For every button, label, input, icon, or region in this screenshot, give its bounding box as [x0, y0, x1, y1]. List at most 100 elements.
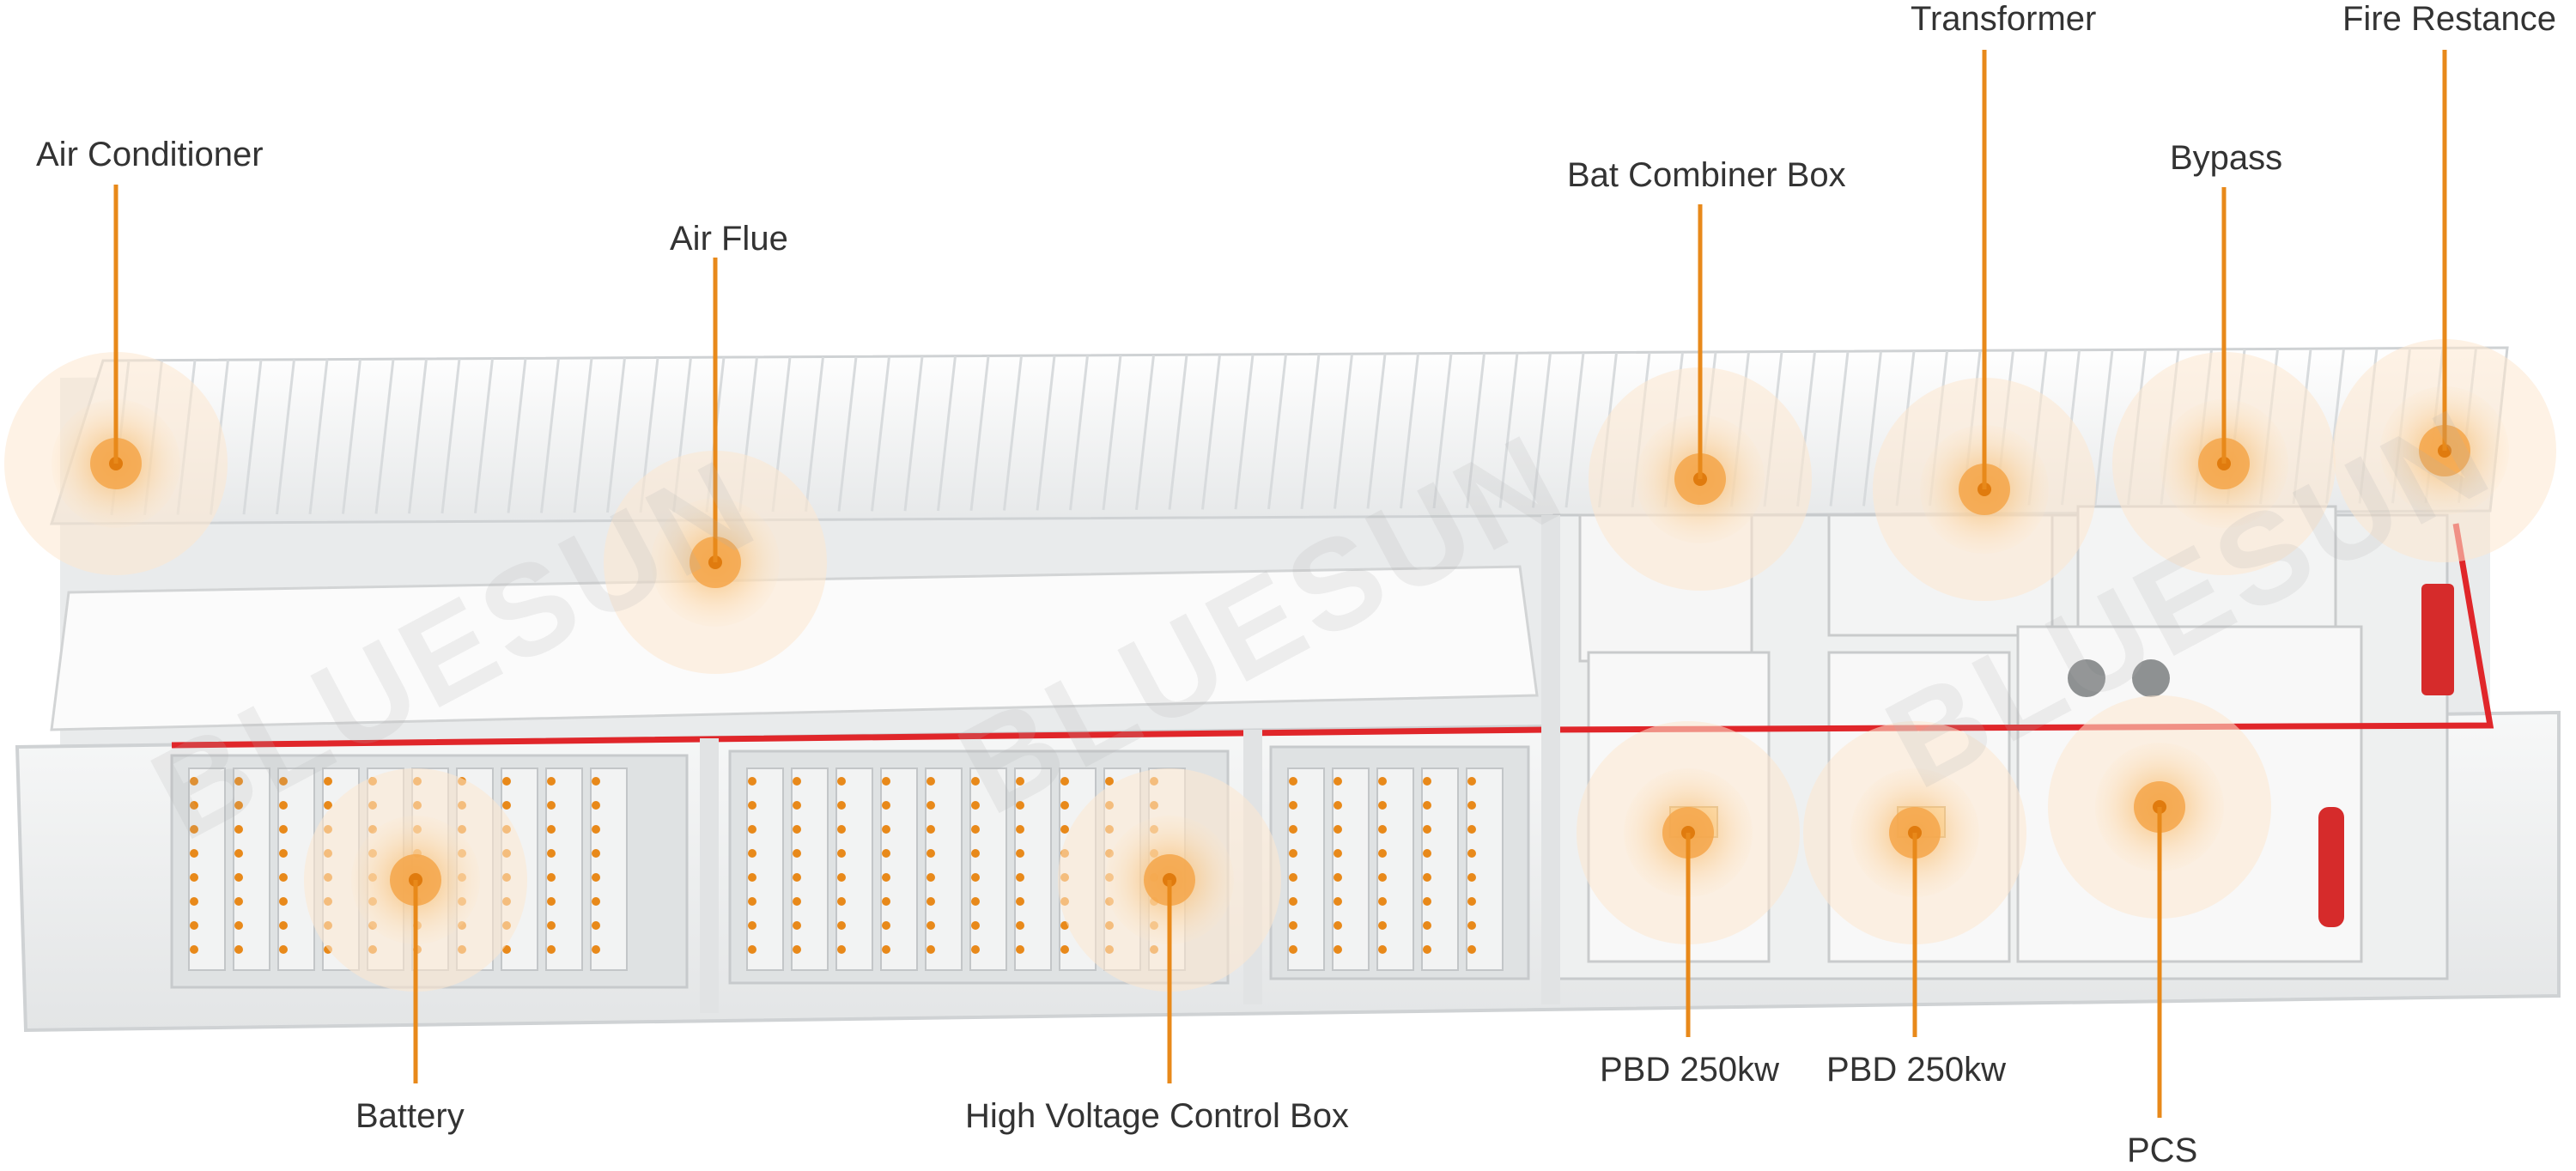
battery-terminal [1334, 801, 1342, 810]
air-duct [50, 565, 1539, 731]
battery-module-column [835, 768, 873, 971]
label-bypass: Bypass [2170, 139, 2283, 177]
battery-module-column [1421, 768, 1459, 971]
roof-rib [1135, 355, 1155, 510]
battery-terminal [882, 825, 890, 834]
battery-terminal [748, 849, 756, 858]
battery-terminal [592, 801, 600, 810]
roof-rib [1564, 353, 1585, 508]
battery-terminal [592, 777, 600, 786]
battery-terminal [793, 777, 801, 786]
battery-terminal [837, 873, 846, 882]
battery-terminal [547, 921, 556, 930]
battery-terminal [1423, 825, 1431, 834]
battery-terminal [882, 921, 890, 930]
battery-terminal [1378, 945, 1387, 954]
battery-terminal [1334, 873, 1342, 882]
battery-terminal [793, 897, 801, 906]
battery-terminal [592, 921, 600, 930]
battery-terminal [1289, 897, 1297, 906]
label-transformer: Transformer [1911, 0, 2097, 38]
roof-rib [1003, 355, 1023, 511]
battery-terminal [882, 849, 890, 858]
battery-terminal [882, 945, 890, 954]
battery-terminal [837, 897, 846, 906]
battery-terminal [927, 873, 935, 882]
roof-rib [308, 359, 329, 514]
battery-terminal [971, 777, 980, 786]
battery-terminal [190, 849, 198, 858]
roof-rib [1300, 354, 1321, 509]
battery-terminal [279, 825, 288, 834]
battery-terminal [1289, 801, 1297, 810]
roof-rib [573, 358, 593, 513]
battery-terminal [1378, 849, 1387, 858]
battery-terminal [502, 801, 511, 810]
roof-rib [507, 358, 527, 513]
battery-terminal [547, 825, 556, 834]
battery-terminal [837, 945, 846, 954]
battery-module-column [1376, 768, 1414, 971]
battery-terminal [927, 849, 935, 858]
battery-terminal [279, 801, 288, 810]
battery-terminal [927, 825, 935, 834]
battery-terminal [971, 849, 980, 858]
battery-terminal [1016, 801, 1024, 810]
battery-terminal [547, 849, 556, 858]
battery-terminal [1467, 897, 1476, 906]
battery-terminal [971, 945, 980, 954]
label-pbd-250kw-2: PBD 250kw [1826, 1051, 2006, 1089]
roof-rib [606, 357, 626, 513]
battery-terminal [748, 945, 756, 954]
battery-terminal [1060, 945, 1069, 954]
battery-terminal [1016, 921, 1024, 930]
battery-terminal [1016, 945, 1024, 954]
battery-terminal [190, 945, 198, 954]
fire-extinguisher-wall [2421, 584, 2454, 695]
label-bat-combiner-box: Bat Combiner Box [1567, 156, 1846, 194]
battery-terminal [1378, 873, 1387, 882]
roof-rib [1069, 355, 1089, 511]
battery-terminal [927, 801, 935, 810]
battery-terminal [1334, 825, 1342, 834]
roof-rib [1498, 353, 1519, 508]
battery-terminal [1334, 921, 1342, 930]
battery-module-column [1287, 768, 1325, 971]
battery-terminal [547, 873, 556, 882]
battery-terminal [1289, 777, 1297, 786]
frame-pillar-3 [1541, 515, 1560, 1004]
battery-terminal [234, 801, 243, 810]
label-air-flue: Air Flue [670, 220, 788, 258]
battery-terminal [837, 849, 846, 858]
roof-rib [805, 356, 824, 512]
battery-terminal [1334, 897, 1342, 906]
roof-rib [242, 360, 263, 515]
battery-module-column [925, 768, 963, 971]
roof-rib [540, 358, 560, 513]
battery-terminal [927, 777, 935, 786]
battery-terminal [1334, 945, 1342, 954]
battery-terminal [502, 777, 511, 786]
battery-terminal [234, 849, 243, 858]
battery-terminal [971, 897, 980, 906]
roof-rib [1267, 354, 1287, 510]
roof-rib [474, 358, 494, 513]
battery-terminal [837, 921, 846, 930]
battery-module-column [746, 768, 784, 971]
roof-rib [1829, 351, 1850, 507]
battery-terminal [927, 897, 935, 906]
battery-terminal [547, 777, 556, 786]
roof-rib [1201, 355, 1221, 510]
battery-terminal [1060, 825, 1069, 834]
battery-terminal [793, 945, 801, 954]
battery-terminal [234, 825, 243, 834]
battery-terminal [547, 801, 556, 810]
battery-terminal [748, 921, 756, 930]
battery-terminal [793, 849, 801, 858]
battery-terminal [1334, 777, 1342, 786]
battery-terminal [592, 873, 600, 882]
callout-highlights [4, 339, 2556, 992]
fire-line [171, 523, 2494, 749]
battery-terminal [1016, 825, 1024, 834]
battery-terminal [324, 777, 332, 786]
